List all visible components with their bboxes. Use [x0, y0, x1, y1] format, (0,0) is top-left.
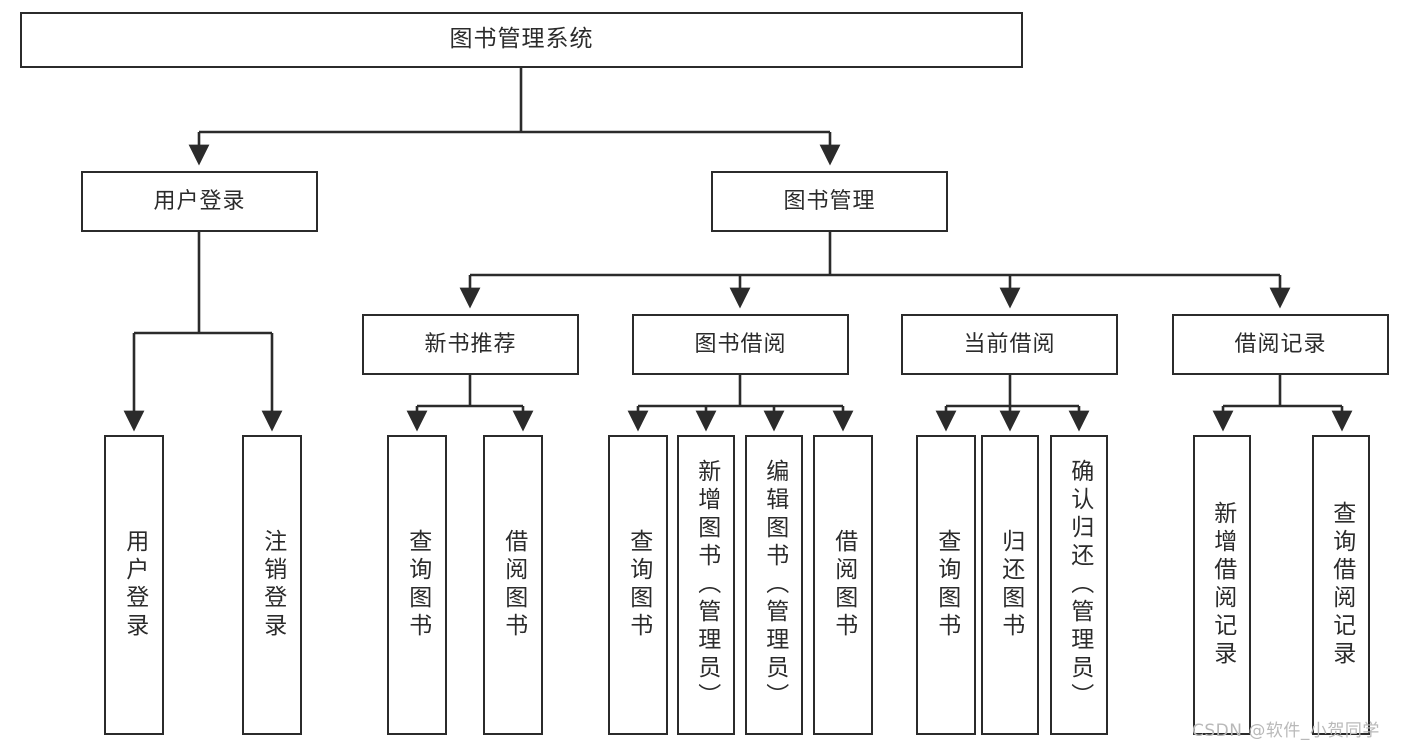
node-label: 查询图书: [404, 529, 431, 641]
leaf-edit-book[interactable]: 编辑图书（管理员）: [745, 435, 803, 735]
leaf-query-record[interactable]: 查询借阅记录: [1312, 435, 1370, 735]
node-label: 查询图书: [933, 529, 960, 641]
node-new-book-rec[interactable]: 新书推荐: [362, 314, 579, 375]
node-label: 用户登录: [121, 529, 148, 641]
node-user-login[interactable]: 用户登录: [81, 171, 318, 232]
node-label: 当前借阅: [963, 331, 1056, 357]
node-label: 借阅记录: [1234, 331, 1327, 357]
node-label: 图书管理: [783, 188, 876, 214]
leaf-add-book[interactable]: 新增图书（管理员）: [677, 435, 735, 735]
node-borrow-record[interactable]: 借阅记录: [1172, 314, 1389, 375]
leaf-query-book-1[interactable]: 查询图书: [387, 435, 447, 735]
leaf-borrow-book-2[interactable]: 借阅图书: [813, 435, 873, 735]
node-label: 新增借阅记录: [1209, 501, 1236, 669]
node-label: 借阅图书: [500, 529, 527, 641]
node-label: 借阅图书: [830, 529, 857, 641]
node-label: 确认归还（管理员）: [1066, 459, 1093, 711]
node-label: 新书推荐: [424, 331, 517, 357]
leaf-confirm-return[interactable]: 确认归还（管理员）: [1050, 435, 1108, 735]
leaf-query-book-2[interactable]: 查询图书: [608, 435, 668, 735]
leaf-borrow-book-1[interactable]: 借阅图书: [483, 435, 543, 735]
leaf-user-login[interactable]: 用户登录: [104, 435, 164, 735]
node-label: 图书借阅: [694, 331, 787, 357]
node-book-manage[interactable]: 图书管理: [711, 171, 948, 232]
node-label: 注销登录: [259, 529, 286, 641]
node-label: 用户登录: [153, 188, 246, 214]
node-label: 查询借阅记录: [1328, 501, 1355, 669]
node-book-borrow[interactable]: 图书借阅: [632, 314, 849, 375]
leaf-return-book[interactable]: 归还图书: [981, 435, 1039, 735]
leaf-logout[interactable]: 注销登录: [242, 435, 302, 735]
leaf-query-book-3[interactable]: 查询图书: [916, 435, 976, 735]
node-root-system[interactable]: 图书管理系统: [20, 12, 1023, 68]
node-label: 归还图书: [997, 529, 1024, 641]
node-label: 图书管理系统: [449, 26, 594, 53]
node-label: 查询图书: [625, 529, 652, 641]
leaf-add-record[interactable]: 新增借阅记录: [1193, 435, 1251, 735]
node-label: 编辑图书（管理员）: [761, 459, 788, 711]
node-current-borrow[interactable]: 当前借阅: [901, 314, 1118, 375]
csdn-watermark: CSDN @软件_小贺同学: [1192, 721, 1380, 741]
node-label: 新增图书（管理员）: [693, 459, 720, 711]
